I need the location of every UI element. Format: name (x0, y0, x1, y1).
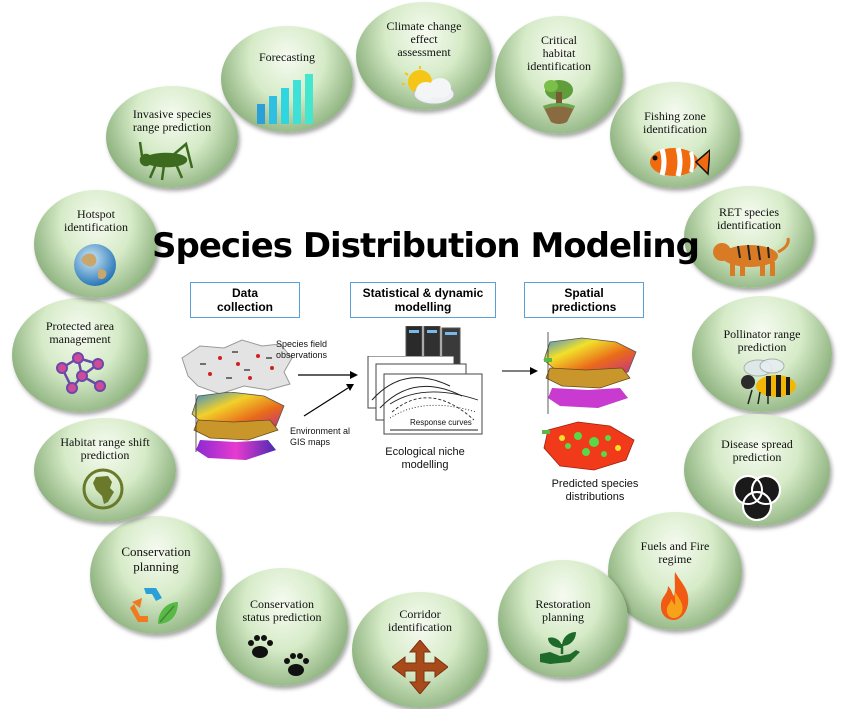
bubble-habitat-shift: Habitat range shift prediction (34, 418, 176, 522)
response-curves-caption: Response curves (410, 418, 472, 427)
bubble-hotspot: Hotspot identification (34, 190, 158, 298)
phase-spatial-predictions: Spatial predictions (524, 282, 644, 318)
bubble-disease-spread: Disease spread prediction (684, 414, 830, 526)
phase-statistical-modelling: Statistical & dynamic modelling (350, 282, 496, 318)
bubble-critical-habitat: Critical habitat identification (495, 16, 623, 134)
bubble-corridor: Corridor identification (352, 592, 488, 708)
bubble-label: Fuels and Fire regime (640, 539, 710, 566)
bubble-conservation-status: Conservation status prediction (216, 568, 348, 686)
bubble-restoration: Restoration planning (498, 560, 628, 678)
predicted-distributions-caption: Predicted species distributions (551, 478, 639, 503)
clownfish-icon (650, 147, 710, 177)
africa-globe-icon (82, 468, 124, 510)
bubble-label: Habitat range shift prediction (60, 435, 150, 462)
venn-circles-icon (733, 475, 781, 521)
diagram-title: Species Distribution Modeling (152, 226, 700, 266)
bubble-label: Pollinator range prediction (723, 327, 801, 354)
arrow-to-predictions (502, 367, 538, 375)
bubble-label: Disease spread prediction (721, 437, 793, 464)
bubble-protected-area: Protected area management (12, 298, 148, 412)
paw-prints-icon (248, 635, 309, 676)
bubble-label: RET species identification (717, 205, 781, 232)
grasshopper-icon (138, 141, 194, 181)
bubble-forecasting: Forecasting (221, 26, 353, 132)
bubble-label: Climate change effect assessment (386, 19, 462, 59)
flame-icon (660, 572, 689, 620)
tiger-icon (713, 237, 790, 276)
bubble-label: Conservation planning (121, 544, 191, 574)
hand-sprout-icon (540, 632, 580, 664)
floating-island-icon (543, 80, 575, 124)
spatial-prediction-map (543, 332, 637, 414)
response-curves-stack (367, 356, 483, 435)
bubble-label: Critical habitat identification (527, 33, 591, 73)
bubble-pollinator: Pollinator range prediction (692, 296, 832, 412)
species-observation-map (181, 339, 293, 395)
species-observations-caption: Species field observations (276, 339, 328, 360)
bubble-fire-regime: Fuels and Fire regime (608, 512, 742, 630)
bubble-label: Hotspot identification (64, 207, 128, 234)
bee-icon (741, 358, 796, 405)
environmental-layers-map (191, 392, 285, 460)
bubble-label: Invasive species range prediction (132, 107, 212, 134)
bubble-ret-species: RET species identification (684, 186, 814, 288)
earth-globe-icon (74, 244, 116, 286)
bubble-climate: Climate change effect assessment (356, 2, 492, 110)
environmental-maps-caption: Environment al GIS maps (290, 426, 351, 447)
bubble-label: Protected area management (45, 319, 115, 346)
bubble-invasive-species: Invasive species range prediction (106, 86, 238, 188)
bubble-label: Conservation status prediction (242, 597, 322, 624)
cloud-sun-icon (402, 66, 455, 105)
bubble-label: Corridor identification (388, 607, 452, 634)
bubble-fishing-zone: Fishing zone identification (610, 82, 740, 188)
predicted-distribution-map (542, 421, 635, 471)
four-way-arrow-icon (392, 640, 448, 694)
flow-arrows (298, 371, 358, 417)
network-icon (56, 352, 106, 394)
phase-data-collection: Data collection (190, 282, 300, 318)
bar-chart-icon (257, 74, 313, 124)
bubble-label: Restoration planning (535, 597, 591, 624)
bubble-label: Forecasting (259, 50, 315, 64)
computer-server-icon (405, 326, 461, 364)
recycle-leaf-icon (130, 588, 178, 624)
bubble-conservation-planning: Conservation planning (90, 516, 222, 634)
niche-modelling-caption: Ecological niche modelling (385, 446, 465, 471)
bubble-label: Fishing zone identification (643, 109, 707, 136)
